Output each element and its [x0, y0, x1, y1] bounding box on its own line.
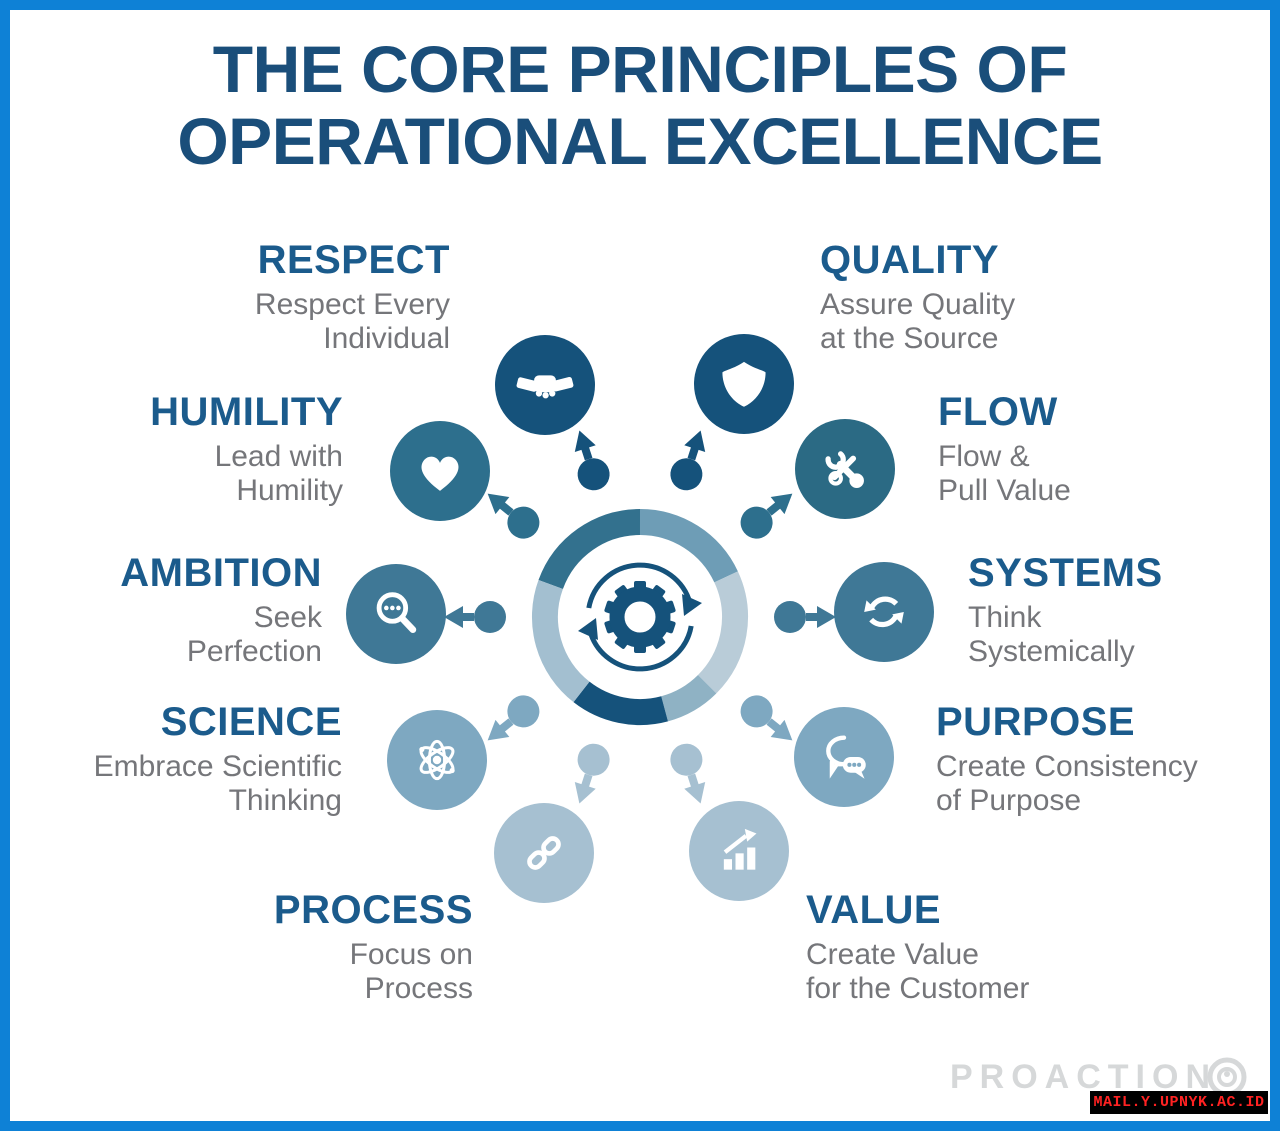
principle-label: PROCESS [273, 888, 473, 932]
principle-label: SYSTEMS [968, 551, 1163, 595]
bar-chart-icon [689, 801, 789, 901]
title-line-2: OPERATIONAL EXCELLENCE [177, 103, 1103, 178]
watermark-stamp: MAIL.Y.UPNYK.AC.ID [1090, 1091, 1268, 1114]
principle-label: RESPECT [257, 238, 450, 282]
arrow-dot-icon [740, 493, 793, 539]
principle-label: QUALITY [820, 238, 1000, 282]
title-line-1: THE CORE PRINCIPLES OF [212, 32, 1068, 106]
gear-icon [604, 581, 676, 653]
principle-value: VALUE Create Value for the Customer [806, 890, 1146, 1005]
principle-flow: FLOW Flow & Pull Value [938, 392, 1178, 507]
satellite-arrows [444, 430, 836, 804]
principle-description: Think Systemically [968, 601, 1135, 668]
principle-description: Assure Quality at the Source [820, 288, 1016, 355]
principle-description: Seek Perfection [186, 601, 322, 668]
principle-description: Respect Every Individual [254, 288, 450, 355]
cycle-arrows-icon [834, 562, 934, 662]
hub-ring [531, 509, 748, 726]
orbit-arrows-icon [578, 562, 702, 672]
arrow-dot-icon [444, 601, 506, 633]
arrow-dot-icon [774, 601, 836, 633]
principle-label: VALUE [806, 888, 942, 932]
principle-label: HUMILITY [150, 390, 343, 434]
principle-label: AMBITION [120, 551, 322, 595]
brand-watermark-text: PROACTION [950, 1058, 1217, 1096]
chain-link-icon [494, 803, 594, 903]
principle-process: PROCESS Focus on Process [233, 890, 473, 1005]
principle-description: Create Consistency of Purpose [936, 750, 1198, 817]
principle-quality: QUALITY Assure Quality at the Source [820, 240, 1160, 355]
principle-label: PURPOSE [936, 700, 1136, 744]
principle-systems: SYSTEMS Think Systemically [968, 553, 1238, 668]
principle-label: FLOW [938, 390, 1058, 434]
atom-icon [387, 710, 487, 810]
page-title: THE CORE PRINCIPLES OF OPERATIONAL EXCEL… [0, 32, 1280, 178]
principle-label: SCIENCE [160, 700, 342, 744]
arrow-dot-icon [670, 743, 706, 804]
magnifier-icon [346, 564, 446, 664]
principle-purpose: PURPOSE Create Consistency of Purpose [936, 702, 1266, 817]
chat-bubbles-icon [794, 707, 894, 807]
arrow-dot-icon [740, 695, 793, 741]
arrow-dot-icon [574, 430, 610, 491]
principle-science: SCIENCE Embrace Scientific Thinking [30, 702, 342, 817]
principle-ambition: AMBITION Seek Perfection [62, 553, 322, 668]
brand-watermark: PROACTION [950, 1058, 1217, 1097]
arrow-dot-icon [487, 493, 540, 539]
arrow-dot-icon [487, 695, 540, 741]
principle-description: Create Value for the Customer [806, 938, 1030, 1005]
shield-icon [694, 334, 794, 434]
principle-description: Embrace Scientific Thinking [93, 750, 342, 817]
principle-description: Flow & Pull Value [938, 440, 1071, 507]
handshake-icon [495, 335, 595, 435]
arrow-dot-icon [670, 430, 706, 491]
principle-respect: RESPECT Respect Every Individual [150, 240, 450, 355]
heart-icon [390, 421, 490, 521]
arrow-dot-icon [574, 743, 610, 804]
principle-description: Focus on Process [349, 938, 473, 1005]
principle-humility: HUMILITY Lead with Humility [93, 392, 343, 507]
tools-icon [795, 419, 895, 519]
principle-description: Lead with Humility [214, 440, 343, 507]
